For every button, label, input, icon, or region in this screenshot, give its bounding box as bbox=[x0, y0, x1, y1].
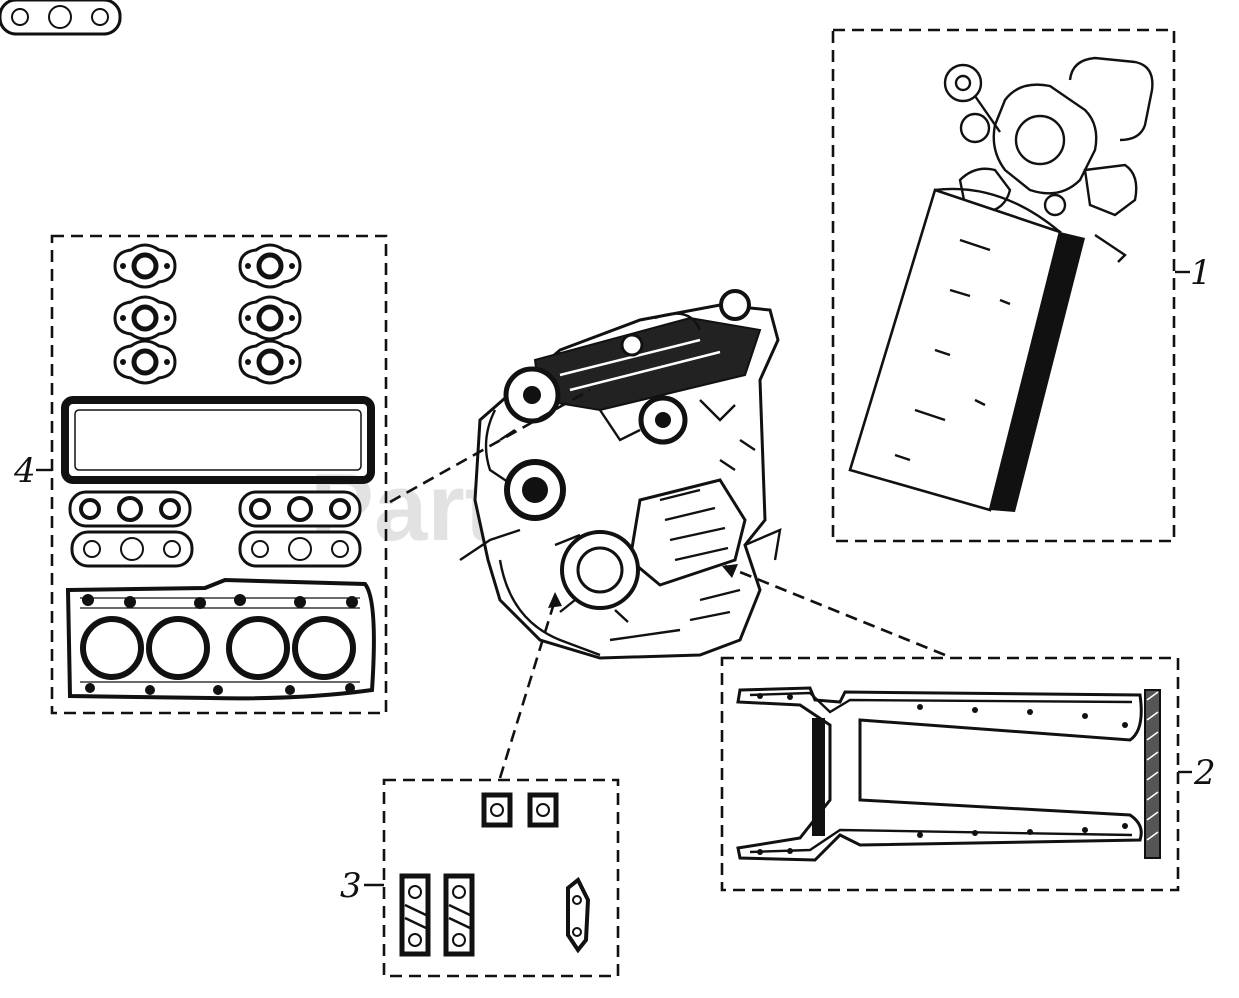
group-4-head-gasket-set: 4 bbox=[0, 0, 388, 715]
leader-line-group-3 bbox=[498, 599, 557, 779]
group-2-oil-pan-gaskets: 2 bbox=[720, 656, 1216, 892]
group-1-frame bbox=[831, 28, 1176, 543]
callout-4: 4 bbox=[13, 451, 36, 491]
leader-line-group-2 bbox=[724, 564, 946, 657]
oil-pan-gasket-icon bbox=[736, 686, 1161, 862]
callout-3: 3 bbox=[340, 866, 362, 906]
head-gasket-set-icon bbox=[0, 0, 376, 701]
seal-set-icon bbox=[399, 792, 591, 957]
group-3-seal-set: 3 bbox=[340, 778, 620, 978]
leader-line-group-4 bbox=[389, 388, 591, 504]
callout-1: 1 bbox=[1190, 253, 1212, 293]
engine-assembly-icon bbox=[459, 289, 782, 660]
group-2-frame bbox=[720, 656, 1180, 892]
group-3-frame bbox=[382, 778, 620, 978]
group-4-frame bbox=[50, 234, 388, 715]
callout-2: 2 bbox=[1193, 753, 1216, 793]
group-1-gasket-bag: 1 bbox=[831, 28, 1212, 543]
gasket-set-bag-icon bbox=[848, 56, 1154, 512]
